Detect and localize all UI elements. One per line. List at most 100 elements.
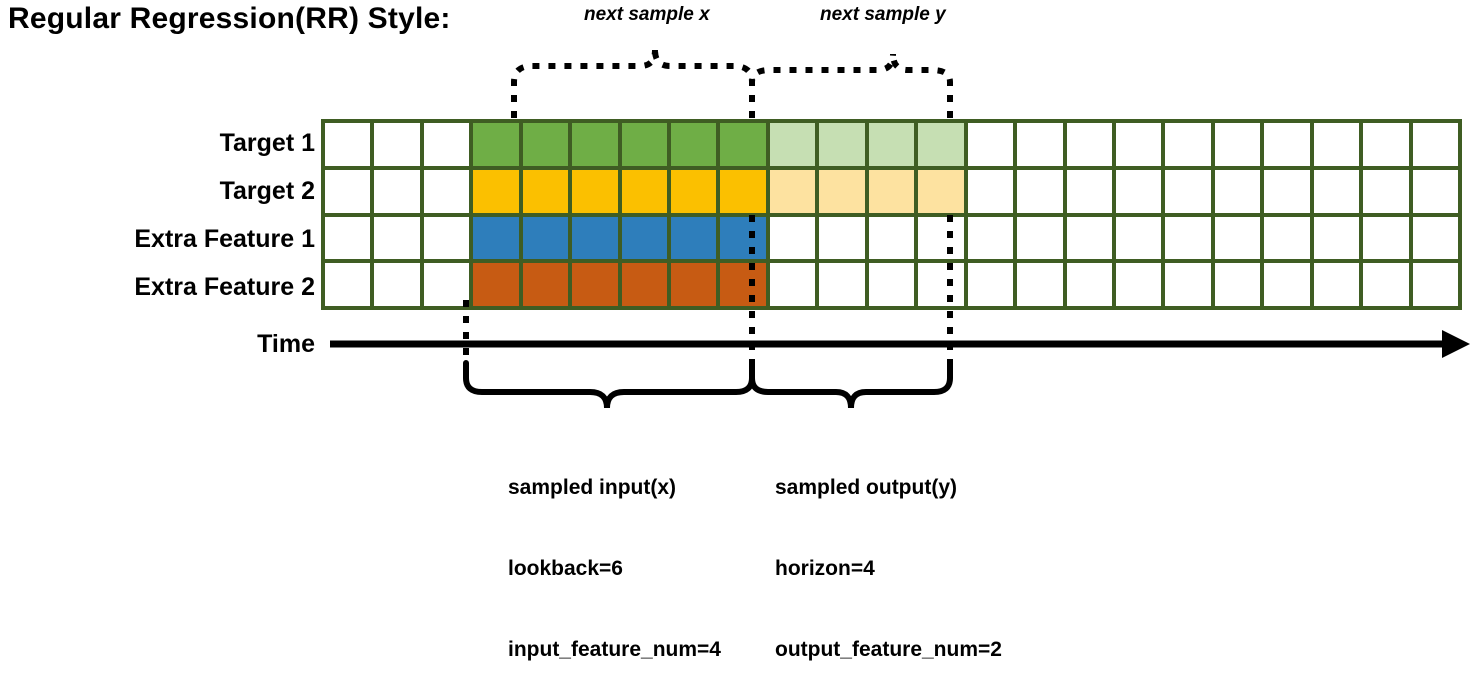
grid-cell [1313, 169, 1360, 213]
grid-cell [918, 216, 964, 260]
grid-cell [621, 169, 668, 213]
row-label-extra-feature-1: Extra Feature 1 [134, 225, 315, 253]
sampled-input-line-1: sampled input(x) [508, 476, 677, 499]
grid-cell [423, 216, 470, 260]
grid-cell [1214, 216, 1261, 260]
grid-cell [1115, 216, 1162, 260]
grid-cell [720, 169, 766, 213]
sampled-input-caption: sampled input(x) lookback=6 input_featur… [508, 420, 721, 690]
grid-cell [473, 263, 519, 306]
grid-cell [621, 123, 668, 166]
page-title: Regular Regression(RR) Style: [8, 2, 451, 35]
grid-cell [1066, 263, 1112, 306]
grid-cell [1264, 263, 1310, 306]
grid-cell [967, 123, 1014, 166]
grid-cell [1115, 169, 1162, 213]
grid-cell [374, 216, 420, 260]
grid-cell [918, 263, 964, 306]
grid-cell [621, 263, 668, 306]
grid-cell [423, 263, 470, 306]
grid-cell [769, 263, 816, 306]
grid-cell [1412, 169, 1458, 213]
grid-cell [868, 216, 915, 260]
grid-cell [671, 169, 717, 213]
grid-cell [1066, 123, 1112, 166]
time-axis-label: Time [257, 330, 315, 358]
row-label-target-2: Target 2 [219, 177, 315, 205]
grid-cell [572, 263, 618, 306]
grid-cell [423, 123, 470, 166]
grid-cell [1363, 169, 1409, 213]
grid-cell [325, 263, 371, 306]
grid-cell [1264, 169, 1310, 213]
grid-cell [1115, 123, 1162, 166]
grid-cell [769, 123, 816, 166]
grid-cell [374, 169, 420, 213]
brace-sampled-output [749, 360, 953, 409]
timeline-grid [321, 119, 1462, 310]
grid-cell [1115, 263, 1162, 306]
grid-cell [769, 169, 816, 213]
grid-cell [819, 169, 865, 213]
grid-cell [1017, 123, 1063, 166]
grid-cell [720, 123, 766, 166]
grid-cell [868, 123, 915, 166]
brace-sampled-input [463, 360, 755, 409]
grid-cell [967, 169, 1014, 213]
grid-cell [374, 123, 420, 166]
grid-cell [1165, 263, 1211, 306]
grid-cell [868, 169, 915, 213]
grid-cell [967, 216, 1014, 260]
grid-cell [1363, 263, 1409, 306]
brace-x-left-half [511, 49, 658, 118]
next-sample-x-label: next sample x [584, 4, 710, 25]
grid-cell [1165, 216, 1211, 260]
grid-cell [522, 169, 569, 213]
grid-cell [572, 169, 618, 213]
sampled-output-line-2: horizon=4 [775, 557, 875, 580]
grid-cell [374, 263, 420, 306]
grid-cell [1165, 123, 1211, 166]
grid-cell [1264, 216, 1310, 260]
grid-cell [473, 123, 519, 166]
sampled-input-line-3: input_feature_num=4 [508, 638, 721, 661]
sampled-input-line-2: lookback=6 [508, 557, 623, 580]
grid-cell [325, 123, 371, 166]
grid-cell [1363, 216, 1409, 260]
grid-cell [1214, 169, 1261, 213]
grid-cell [720, 216, 766, 260]
brace-y-left-half [749, 53, 896, 118]
grid-cell [918, 123, 964, 166]
grid-cell [1066, 216, 1112, 260]
grid-cell [423, 169, 470, 213]
grid-cell [1313, 123, 1360, 166]
sampled-output-line-3: output_feature_num=2 [775, 638, 1002, 661]
grid-cell [1412, 216, 1458, 260]
sampled-output-line-1: sampled output(y) [775, 476, 957, 499]
grid-cell [1017, 216, 1063, 260]
grid-cell [473, 169, 519, 213]
grid-cell [522, 263, 569, 306]
grid-cell [572, 216, 618, 260]
grid-cell [473, 216, 519, 260]
row-label-extra-feature-2: Extra Feature 2 [134, 273, 315, 301]
grid-cell [769, 216, 816, 260]
grid-cell [1264, 123, 1310, 166]
grid-cell [819, 263, 865, 306]
grid-cell [868, 263, 915, 306]
grid-cell [572, 123, 618, 166]
grid-cell [967, 263, 1014, 306]
grid-cell [1313, 263, 1360, 306]
grid-cell [1214, 263, 1261, 306]
grid-cell [671, 123, 717, 166]
time-axis-arrow [330, 330, 1470, 358]
grid-cell [671, 263, 717, 306]
grid-cell [621, 216, 668, 260]
grid-cell [1363, 123, 1409, 166]
grid-cell [522, 123, 569, 166]
next-sample-y-label: next sample y [820, 4, 946, 25]
grid-cell [325, 169, 371, 213]
grid-cell [1066, 169, 1112, 213]
grid-cell [1165, 169, 1211, 213]
brace-y-right-half [890, 53, 953, 118]
